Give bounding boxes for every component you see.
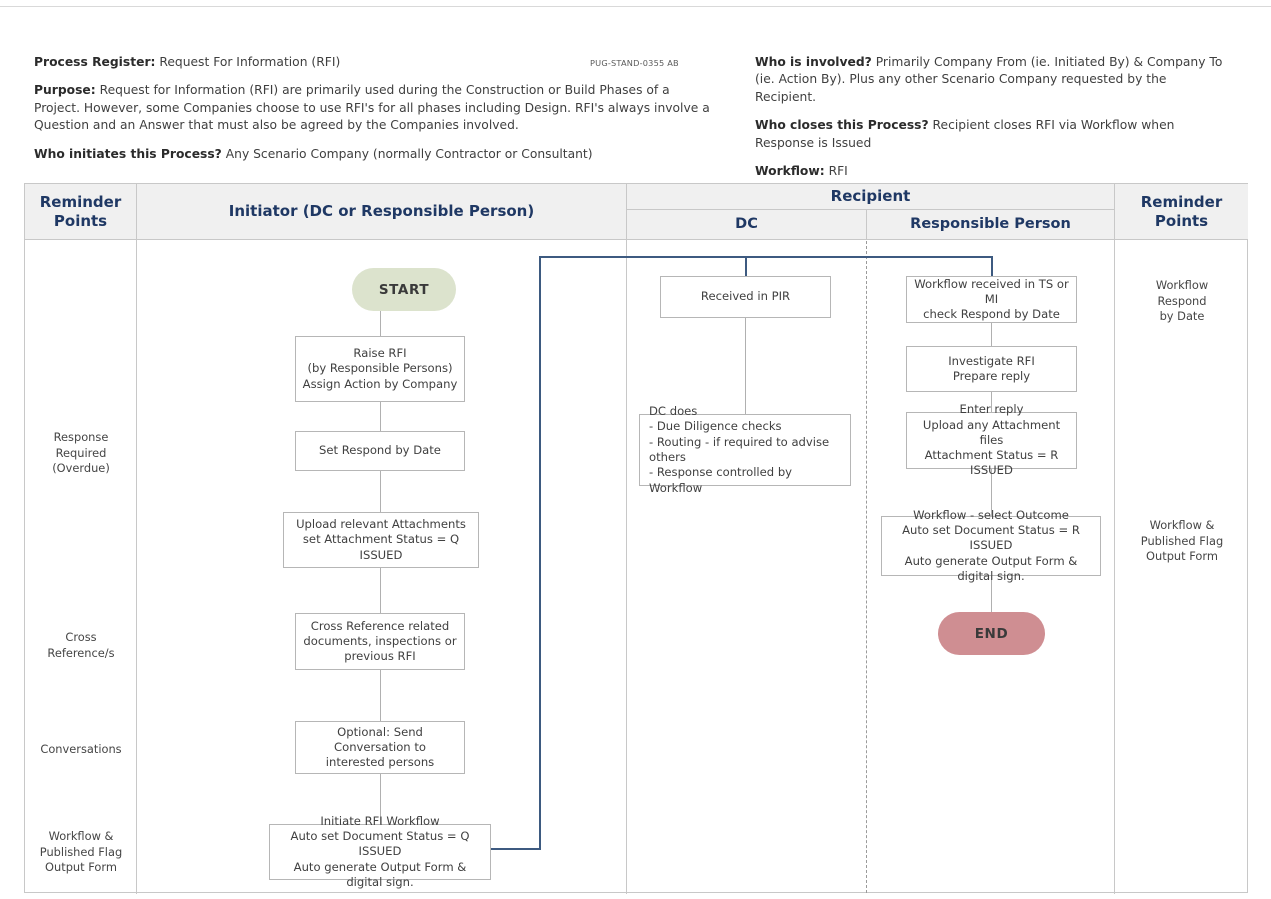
node-end: END [938,612,1045,655]
connector-cross-ref-to-optional [380,670,381,722]
node-cross-reference: Cross Reference related documents, inspe… [295,613,465,670]
header-left-text: Process Register: Request For Informatio… [34,54,714,163]
connector-optional-to-initiate [380,774,381,824]
blue-connector-drop-to-dc [745,256,747,286]
connector-received-pir-to-dc-does [745,318,746,414]
purpose-block: Purpose: Request for Information (RFI) a… [34,82,714,134]
node-workflow-received-ts-mi: Workflow received in TS or MI check Resp… [906,276,1077,323]
process-register-value: Request For Information (RFI) [155,55,341,69]
column-header-initiator: Initiator (DC or Responsible Person) [137,184,626,240]
who-is-involved-label: Who is involved? [755,55,872,69]
blue-connector-vertical-left [539,256,541,849]
node-set-respond-by-date: Set Respond by Date [295,431,465,471]
node-optional-send-conversation: Optional: Send Conversation to intereste… [295,721,465,774]
connector-workflow-received-to-investigate [991,323,992,346]
reminder-right-workflow-published-flag: Workflow & Published Flag Output Form [1140,518,1224,564]
connector-investigate-to-enter-reply [991,392,992,412]
workflow-label: Workflow: [755,164,825,179]
connector-start-to-raise-rfi [380,311,381,356]
page-top-rule [0,6,1271,7]
who-closes-label: Who closes this Process? [755,118,929,133]
column-divider-reminder-right [1114,184,1115,894]
who-closes-block: Who closes this Process? Recipient close… [755,117,1225,152]
who-is-involved-block: Who is involved? Primarily Company From … [755,54,1225,106]
node-investigate-rfi: Investigate RFI Prepare reply [906,346,1077,392]
reminder-left-conversations: Conversations [40,742,122,756]
dc-rp-header-divider [866,210,867,240]
reminder-left-cross-reference: Cross Reference/s [47,630,115,660]
workflow-text: RFI [824,164,848,179]
who-initiates-block: Who initiates this Process? Any Scenario… [34,146,714,163]
who-initiates-text: Any Scenario Company (normally Contracto… [221,146,593,161]
blue-connector-from-initiate [491,848,541,850]
column-divider-reminder-left [136,184,137,894]
node-raise-rfi: Raise RFI (by Responsible Persons) Assig… [295,336,465,402]
process-register-label: Process Register: [34,55,156,69]
column-header-dc: DC [627,210,866,240]
connector-enter-reply-to-workflow-outcome [991,469,992,516]
who-initiates-label: Who initiates this Process? [34,146,222,161]
column-header-recipient: Recipient [627,184,1114,209]
node-initiate-rfi-workflow: Initiate RFI Workflow Auto set Document … [269,814,491,889]
column-header-reminder-right: Reminder Points [1115,184,1248,240]
lane-divider-dc-responsible-person [866,241,867,893]
recipient-header-separator [627,209,1114,210]
node-dc-does: DC does - Due Diligence checks - Routing… [639,404,851,495]
who-closes-text: Recipient closes RFI via Workflow when R… [755,118,1175,150]
purpose-text: Request for Information (RFI) are primar… [34,83,710,133]
node-enter-reply: Enter reply Upload any Attachment files … [906,402,1077,477]
node-workflow-select-outcome: Workflow - select Outcome Auto set Docum… [881,508,1101,583]
node-upload-relevant-attachments: Upload relevant Attachments set Attachme… [283,512,479,568]
swimlane-table: Reminder Points Initiator (DC or Respons… [24,183,1248,894]
blue-connector-horizontal-top [539,256,993,258]
blue-connector-drop-to-responsible-person [991,256,993,286]
header-right-text: Who is involved? Primarily Company From … [755,54,1225,181]
process-register-line: Process Register: Request For Informatio… [34,54,714,71]
node-received-in-pir: Received in PIR [660,276,831,318]
reminder-right-workflow-respond-by-date: Workflow Respond by Date [1155,278,1209,324]
workflow-block: Workflow: RFI [755,163,1225,180]
node-start: START [352,268,456,311]
connector-upload-to-cross-ref [380,568,381,613]
column-divider-initiator [626,184,627,894]
column-header-reminder-left: Reminder Points [25,184,136,240]
reminder-left-response-required: Response Required (Overdue) [52,430,110,476]
reminder-left-workflow-published-flag: Workflow & Published Flag Output Form [39,829,123,875]
connector-workflow-outcome-to-end [991,576,992,612]
purpose-label: Purpose: [34,83,96,98]
document-code: PUG-STAND-0355 AB [590,58,679,68]
column-header-responsible-person: Responsible Person [867,210,1114,240]
who-is-involved-text: Primarily Company From (ie. Initiated By… [755,55,1223,104]
